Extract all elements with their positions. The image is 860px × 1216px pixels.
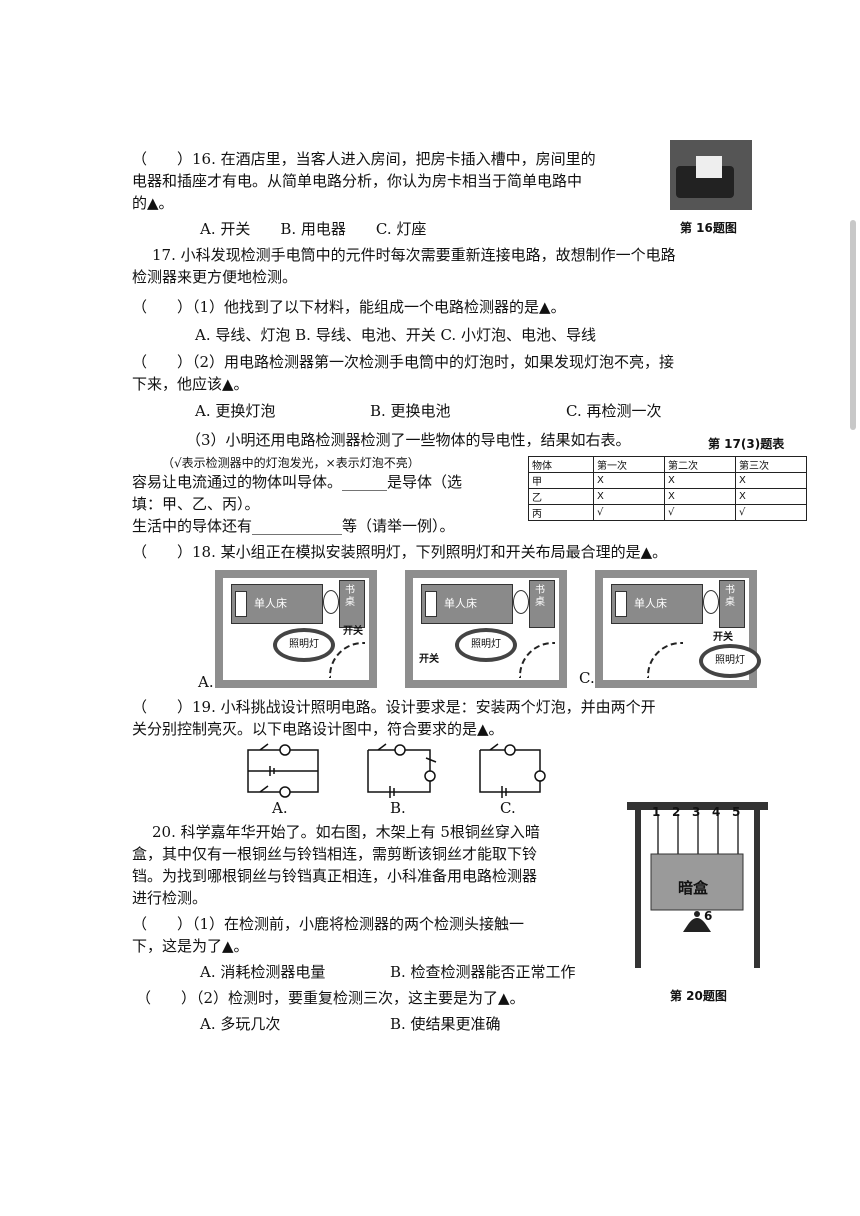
circuit-b xyxy=(367,743,437,798)
door-swing xyxy=(519,642,555,678)
bell-number-label: 6 xyxy=(704,909,713,923)
table-header-row: 物体 第一次 第二次 第三次 xyxy=(528,456,807,473)
wire-5-label: 5 xyxy=(732,805,741,819)
bed: 单人床 xyxy=(231,584,323,624)
circuit-a xyxy=(247,743,319,798)
q19-option-c: C. xyxy=(500,799,516,817)
dark-box-figure xyxy=(627,802,768,968)
table-row: 丙 √ √ √ xyxy=(528,504,807,521)
table-cell: √ xyxy=(664,504,736,521)
table-cell: X xyxy=(593,488,665,505)
q19-line2: 关分别控制亮灭。以下电路设计图中，符合要求的是▲。 xyxy=(132,720,504,738)
q17-p2-line1: （ ）（2）用电路检测器第一次检测手电筒中的灯泡时，如果发现灯泡不亮，接 xyxy=(132,353,675,371)
table-cell: X xyxy=(664,472,736,489)
q20-caption: 第 20题图 xyxy=(670,989,727,1003)
room-layout-c: 单人床 书桌 开关 照明灯 xyxy=(595,570,761,688)
q16-caption: 第 16题图 xyxy=(680,221,737,235)
page-scrollbar[interactable] xyxy=(850,220,856,430)
desk: 书桌 xyxy=(719,580,745,628)
q19-line1: （ ）19. 小科挑战设计照明电路。设计要求是：安装两个灯泡，并由两个开 xyxy=(132,698,656,716)
q20-line2: 盒，其中仅有一根铜丝与铃铛相连，需剪断该铜丝才能取下铃 xyxy=(132,845,538,863)
ceiling-lamp: 照明灯 xyxy=(455,628,517,662)
wire-1-label: 1 xyxy=(652,805,661,819)
q20-p2: （ ）（2）检测时，要重复检测三次，这主要是为了▲。 xyxy=(136,989,525,1007)
desk: 书桌 xyxy=(529,580,555,628)
q17-p3-line2: 容易让电流通过的物体叫导体。______是导体（选 xyxy=(132,473,463,491)
q16-line1: （ ）16. 在酒店里，当客人进入房间，把房卡插入槽中，房间里的 xyxy=(132,150,596,168)
table-header-cell: 第一次 xyxy=(593,456,665,473)
q16-line3: 的▲。 xyxy=(132,194,174,212)
bed: 单人床 xyxy=(421,584,513,624)
q16-line2: 电器和插座才有电。从简单电路分析，你认为房卡相当于简单电路中 xyxy=(132,172,583,190)
table-cell: 甲 xyxy=(528,472,594,489)
table-cell: X xyxy=(735,472,807,489)
table-header-cell: 第二次 xyxy=(664,456,736,473)
q20-line1: 20. 科学嘉年华开始了。如右图，木架上有 5根铜丝穿入暗 xyxy=(152,823,540,841)
conductivity-table: 物体 第一次 第二次 第三次 甲 X X X 乙 X X X 丙 √ √ √ xyxy=(528,456,807,521)
room-card xyxy=(696,156,722,178)
room-card-photo xyxy=(670,140,752,210)
q19-option-a: A. xyxy=(272,799,288,817)
q20-p1-line2: 下，这是为了▲。 xyxy=(132,937,249,955)
chair xyxy=(513,590,529,614)
chair xyxy=(703,590,719,614)
q17-p2-line2: 下来，他应该▲。 xyxy=(132,375,249,393)
wire-2-label: 2 xyxy=(672,805,681,819)
room-layout-a: 单人床 书桌 照明灯 开关 xyxy=(215,570,377,688)
q17-table-caption: 第 17(3)题表 xyxy=(708,437,785,451)
table-cell: X xyxy=(593,472,665,489)
q20-p2-option-a: A. 多玩几次 xyxy=(200,1015,281,1033)
bell-icon xyxy=(683,918,711,932)
table-row: 甲 X X X xyxy=(528,472,807,489)
table-row: 乙 X X X xyxy=(528,488,807,505)
table-cell: X xyxy=(664,488,736,505)
q17-p3-line4: 生活中的导体还有____________等（请举一例）。 xyxy=(132,517,455,535)
q17-p1-options: A. 导线、灯泡 B. 导线、电池、开关 C. 小灯泡、电池、导线 xyxy=(195,326,596,344)
q18-option-c: C. xyxy=(579,669,595,687)
desk: 书桌 xyxy=(339,580,365,628)
switch-label: 开关 xyxy=(713,632,733,643)
q17-p3-line3: 填：甲、乙、丙）。 xyxy=(132,495,260,513)
q17-p2-option-a: A. 更换灯泡 xyxy=(195,402,276,420)
ceiling-lamp: 照明灯 xyxy=(699,644,761,678)
q20-p1-option-b: B. 检查检测器能否正常工作 xyxy=(390,963,576,981)
q16-options: A. 开关 B. 用电器 C. 灯座 xyxy=(200,220,427,238)
ceiling-lamp: 照明灯 xyxy=(273,628,335,662)
q20-line3: 铛。为找到哪根铜丝与铃铛真正相连，小科准备用电路检测器 xyxy=(132,867,538,885)
table-header-cell: 物体 xyxy=(528,456,594,473)
bed: 单人床 xyxy=(611,584,703,624)
table-header-cell: 第三次 xyxy=(735,456,807,473)
q17-intro2: 检测器来更方便地检测。 xyxy=(132,268,298,286)
circuit-diagrams xyxy=(247,743,546,798)
table-cell: √ xyxy=(735,504,807,521)
door-swing xyxy=(647,642,683,678)
q17-p3-note: （√表示检测器中的灯泡发光，×表示灯泡不亮） xyxy=(162,456,420,470)
switch-label: 开关 xyxy=(419,654,439,665)
room-layout-b: 单人床 书桌 照明灯 开关 xyxy=(405,570,567,688)
wire-4-label: 4 xyxy=(712,805,721,819)
q18-option-a: A. xyxy=(198,673,214,691)
table-cell: 丙 xyxy=(528,504,594,521)
q20-p1-option-a: A. 消耗检测器电量 xyxy=(200,963,326,981)
q20-p2-option-b: B. 使结果更准确 xyxy=(390,1015,501,1033)
table-cell: √ xyxy=(593,504,665,521)
q18-text: （ ）18. 某小组正在模拟安装照明灯，下列照明灯和开关布局最合理的是▲。 xyxy=(132,543,668,561)
q17-p1: （ ）（1）他找到了以下材料，能组成一个电路检测器的是▲。 xyxy=(132,298,566,316)
dark-box-label: 暗盒 xyxy=(678,879,709,897)
table-cell: 乙 xyxy=(528,488,594,505)
circuit-c xyxy=(479,743,546,798)
switch-label: 开关 xyxy=(343,626,363,637)
q17-p3-line1: （3）小明还用电路检测器检测了一些物体的导电性，结果如右表。 xyxy=(186,431,631,449)
table-cell: X xyxy=(735,488,807,505)
q19-option-b: B. xyxy=(390,799,406,817)
q17-p2-option-c: C. 再检测一次 xyxy=(566,402,662,420)
wire-3-label: 3 xyxy=(692,805,701,819)
q17-intro1: 17. 小科发现检测手电筒中的元件时每次需要重新连接电路，故想制作一个电路 xyxy=(152,246,676,264)
chair xyxy=(323,590,339,614)
q20-p1-line1: （ ）（1）在检测前，小鹿将检测器的两个检测头接触一 xyxy=(132,915,525,933)
q17-p2-option-b: B. 更换电池 xyxy=(370,402,451,420)
q20-line4: 进行检测。 xyxy=(132,889,208,907)
